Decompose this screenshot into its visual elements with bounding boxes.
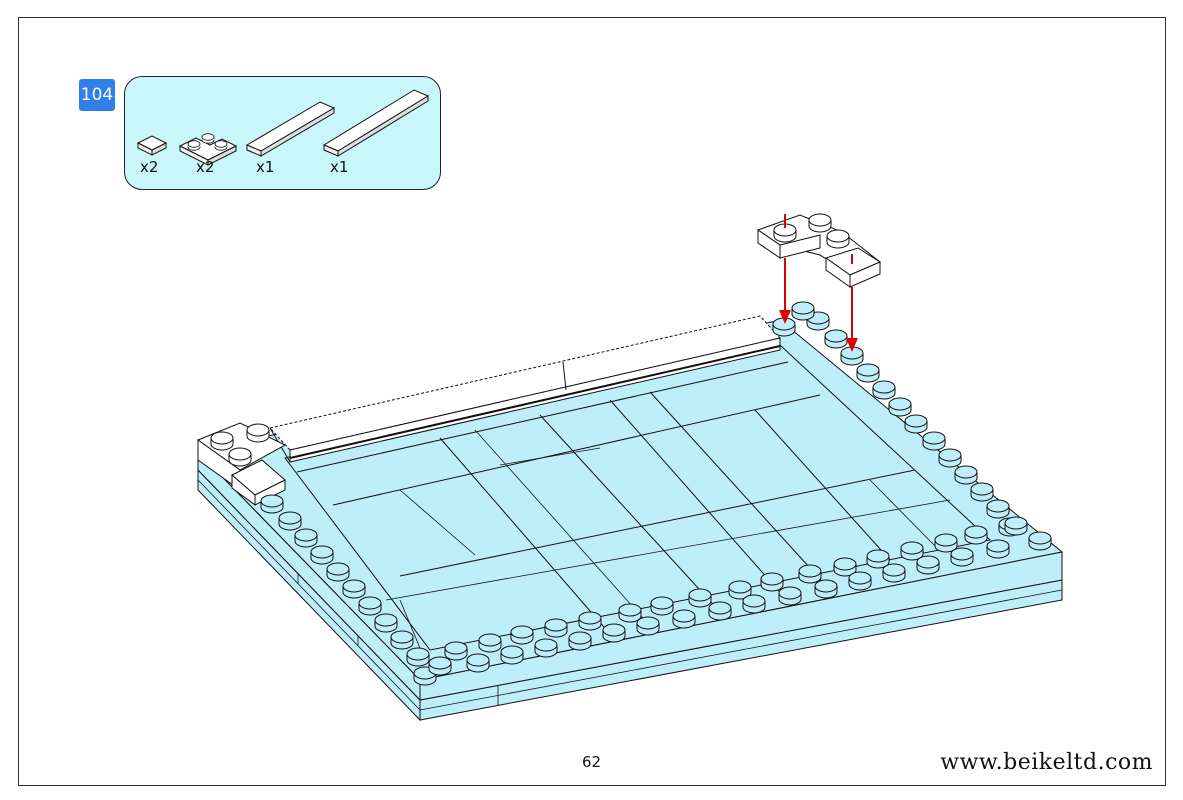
part-tile-1x8-icon (322, 89, 430, 157)
part-qty-4: x1 (330, 158, 349, 176)
website-link[interactable]: www.beikeltd.com (940, 750, 1153, 775)
page-number: 62 (581, 753, 602, 771)
part-tile-1x6-icon (245, 101, 336, 157)
back-tiles (269, 315, 781, 463)
parts-callout (124, 76, 441, 190)
part-plate-2x2-corner-icon (178, 133, 238, 166)
part-qty-1: x2 (140, 158, 159, 176)
new-corner-piece (756, 213, 882, 288)
part-qty-2: x2 (196, 158, 215, 176)
step-number-badge: 104 (79, 79, 115, 111)
page-frame (18, 17, 1166, 786)
placement-arrows (779, 214, 858, 352)
left-corner-bricks (196, 422, 287, 506)
part-plate-1x1-icon (136, 135, 168, 156)
part-qty-3: x1 (256, 158, 275, 176)
